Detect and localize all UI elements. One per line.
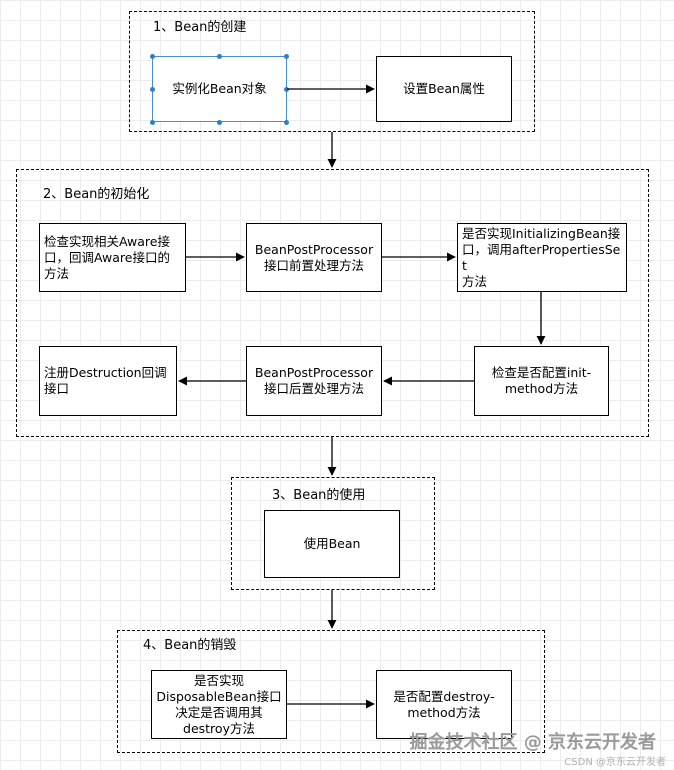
watermark-csdn: CSDN @京东云开发者 xyxy=(564,757,666,768)
group-label-usage: 3、Bean的使用 xyxy=(272,488,366,503)
bpp-after-box[interactable]: BeanPostProcessor 接口后置处理方法 xyxy=(246,346,382,416)
group-label-initialization: 2、Bean的初始化 xyxy=(43,187,150,202)
destroy-method-box[interactable]: 是否配置destroy- method方法 xyxy=(376,670,512,739)
set-bean-properties-box[interactable]: 设置Bean属性 xyxy=(376,56,512,122)
selection-handle-bl[interactable] xyxy=(150,120,155,125)
selection-handle-tr[interactable] xyxy=(284,54,289,59)
use-bean-box[interactable]: 使用Bean xyxy=(264,510,400,578)
group-label-creation: 1、Bean的创建 xyxy=(153,20,247,35)
init-method-box[interactable]: 检查是否配置init- method方法 xyxy=(474,346,609,416)
selection-handle-tl[interactable] xyxy=(150,54,155,59)
selection-handle-br[interactable] xyxy=(284,120,289,125)
destruction-callback-box[interactable]: 注册Destruction回调 接口 xyxy=(39,346,177,416)
selection-handle-tm[interactable] xyxy=(217,54,222,59)
group-bean-destroy xyxy=(117,630,545,753)
selection-handle-mr[interactable] xyxy=(284,87,289,92)
group-bean-initialization xyxy=(16,169,649,437)
group-bean-usage xyxy=(231,477,435,590)
bpp-before-box[interactable]: BeanPostProcessor 接口前置处理方法 xyxy=(246,223,382,292)
watermark-juejin: 掘金技术社区 @ 京东云开发者 xyxy=(409,732,656,753)
instantiate-bean-box[interactable]: 实例化Bean对象 xyxy=(152,56,287,122)
aware-callback-box[interactable]: 检查实现相关Aware接 口，回调Aware接口的 方法 xyxy=(39,223,186,292)
selection-handle-bm[interactable] xyxy=(217,120,222,125)
group-label-destroy: 4、Bean的销毁 xyxy=(143,638,237,653)
selection-handle-ml[interactable] xyxy=(150,87,155,92)
initializing-bean-box[interactable]: 是否实现InitializingBean接 口，调用afterPropertie… xyxy=(457,223,627,292)
group-bean-creation xyxy=(129,11,535,132)
disposable-bean-box[interactable]: 是否实现 DisposableBean接口 决定是否调用其 destroy方法 xyxy=(151,670,287,739)
